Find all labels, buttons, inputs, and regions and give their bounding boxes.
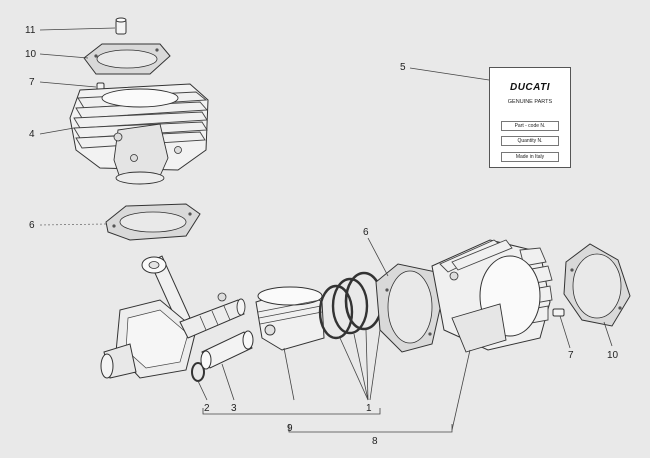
callout-6-right: 6 xyxy=(363,227,369,238)
crankshaft xyxy=(100,255,246,379)
callout-6-left: 6 xyxy=(29,220,35,231)
cylinder-8 xyxy=(431,239,553,353)
callout-1: 1 xyxy=(366,403,372,414)
dowel-pin-7-right xyxy=(552,308,565,317)
callout-7-top: 7 xyxy=(29,77,35,88)
cylinder-4 xyxy=(69,83,209,185)
piston-pin-3 xyxy=(200,330,254,370)
piston-rings-1 xyxy=(318,271,384,340)
leader-lines xyxy=(39,27,613,433)
piston-9 xyxy=(255,286,325,351)
callout-7-right: 7 xyxy=(568,350,574,361)
genuine-parts-text: GENUINE PARTS xyxy=(507,99,553,105)
callout-5: 5 xyxy=(400,62,406,73)
callout-3: 3 xyxy=(231,403,237,414)
quantity-field: Quantity N. xyxy=(501,136,559,146)
callout-4: 4 xyxy=(29,129,35,140)
callout-10-right: 10 xyxy=(607,350,619,361)
brand-logo: DUCATI xyxy=(509,82,551,93)
base-gasket-6-left xyxy=(105,203,201,241)
callout-9: 9 xyxy=(287,423,293,434)
genuine-parts-label: DUCATI GENUINE PARTS Part - code N. Quan… xyxy=(489,67,571,168)
callout-10-top: 10 xyxy=(25,49,37,60)
part-code-field: Part - code N. xyxy=(501,121,559,131)
dowel-pin-11 xyxy=(115,17,127,35)
head-gasket-10-top xyxy=(83,43,171,75)
callout-2: 2 xyxy=(204,403,210,414)
head-gasket-10-right xyxy=(563,243,631,327)
made-in-italy-field: Made in Italy xyxy=(501,152,559,162)
base-gasket-6-right xyxy=(375,263,443,353)
callout-8: 8 xyxy=(372,436,378,447)
callout-11: 11 xyxy=(25,25,36,36)
